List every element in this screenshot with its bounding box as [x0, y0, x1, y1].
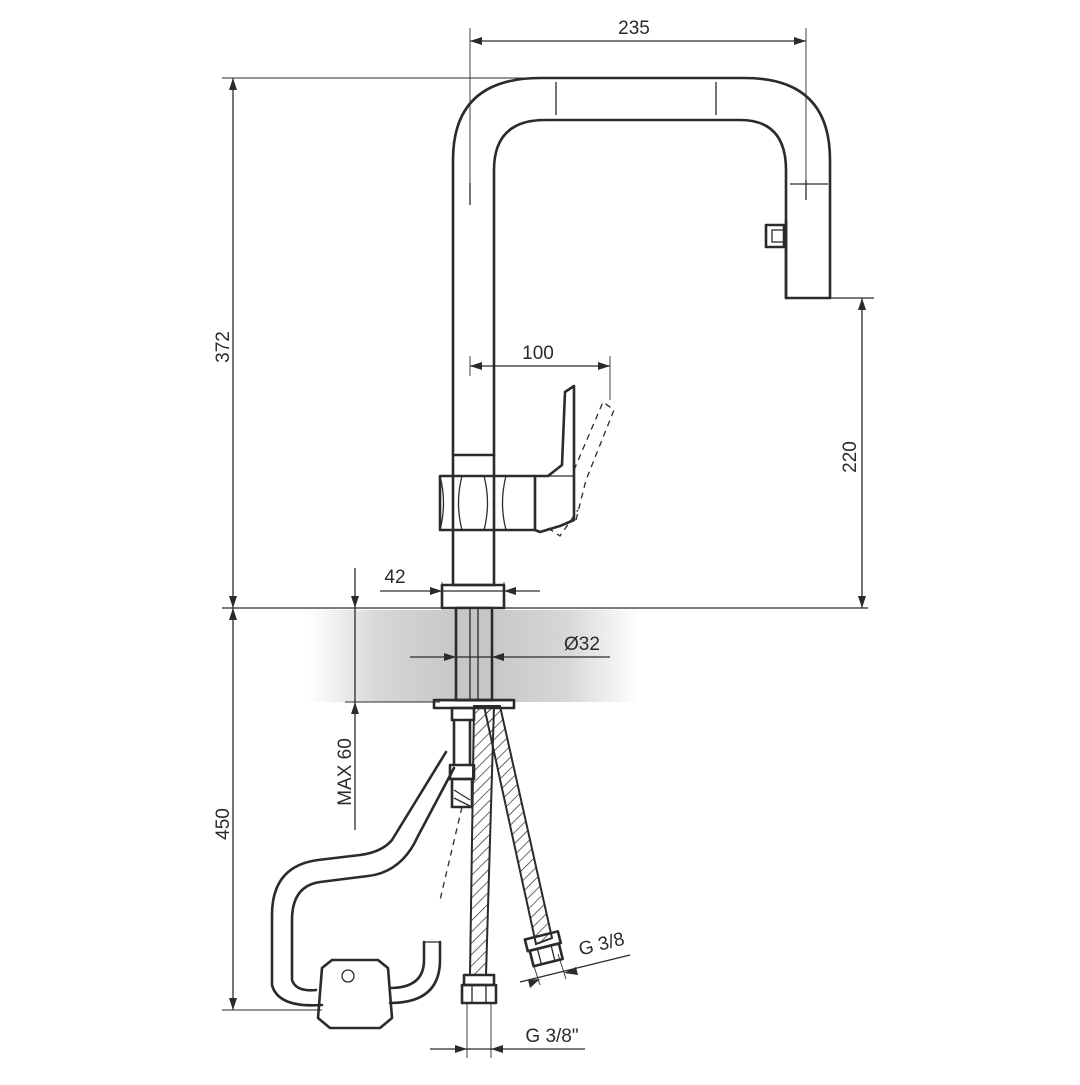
dim-total-height: 372: [213, 331, 234, 363]
dim-under-counter-length: 450: [213, 808, 234, 840]
dim-base-diameter: 42: [384, 567, 405, 588]
dim-lever-length: 100: [522, 343, 554, 364]
spout: [451, 76, 874, 457]
faucet-body: [438, 384, 615, 610]
dim-hole-diameter: Ø32: [564, 634, 600, 655]
dim-max-counter-thickness: MAX 60: [335, 738, 356, 806]
dim-spout-reach: 235: [618, 18, 650, 39]
water-hoses: [460, 705, 564, 1005]
countertop-section: [308, 610, 638, 702]
dim-spout-outlet-height: 220: [840, 441, 861, 473]
dim-hose-thread-right: G 3/8: [577, 929, 627, 961]
dim-hose-thread-bottom: G 3/8": [525, 1026, 578, 1047]
pull-out-hose-with-weight: [270, 750, 456, 1030]
